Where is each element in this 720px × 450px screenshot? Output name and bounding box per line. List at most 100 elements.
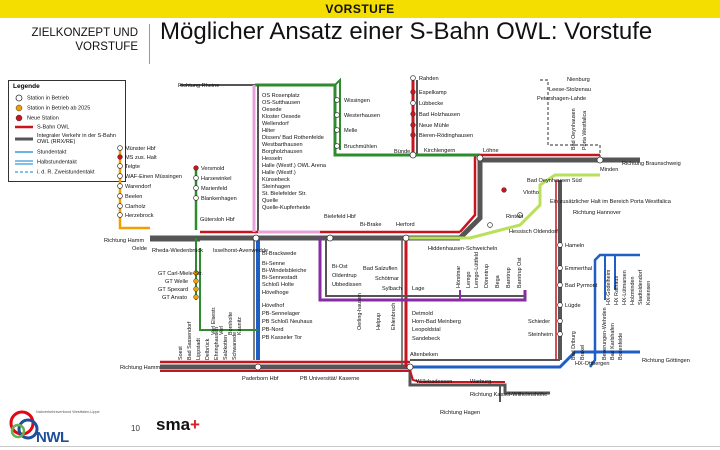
label-warburg: Warburg xyxy=(470,379,491,385)
label-oldentrup: Oldentrup xyxy=(332,273,357,279)
label-verl-elsestr: Verl Elsestr. xyxy=(211,307,217,335)
label-quelle-kupferheide: Quelle-Kupferheide xyxy=(262,205,310,211)
label-versmold: Versmold xyxy=(201,166,224,172)
label-rheda: Rheda-Wiedenbrück xyxy=(152,248,203,254)
label-hamm-bottom: Richtung Hamm xyxy=(120,365,160,371)
legend-item-sbahn: S-Bahn OWL xyxy=(15,124,69,130)
label-oerlinghausen: Oerling-hausen xyxy=(357,293,363,330)
label-hoevelhof: Hövelhof xyxy=(262,303,285,309)
label-bruchmuehlen: Bruchmühlen xyxy=(344,144,377,150)
label-halle: Halle (Westf.) xyxy=(262,170,296,176)
label-neue-muehle: Neue Mühle xyxy=(419,123,449,129)
label-bi-windelsbleiche: Bi-Windelsbleiche xyxy=(262,268,306,274)
label-hoevelhoege: Hövelhoge xyxy=(262,290,289,296)
label-kassel: Richtung Kassel-Wilhelmshöhe xyxy=(470,392,547,398)
label-rheine: Richtung Rheine xyxy=(178,83,219,89)
red-line-east xyxy=(200,80,600,234)
station-markers xyxy=(117,75,604,371)
label-sylbach: Sylbach xyxy=(382,286,402,292)
section-title: ZIELKONZEPT UND VORSTUFE xyxy=(10,26,139,54)
section-title-line1: ZIELKONZEPT UND xyxy=(31,27,139,39)
label-schwanede: Schwanede xyxy=(232,332,238,360)
label-detmold: Detmold xyxy=(412,311,433,317)
label-beelen: Beelen xyxy=(125,194,142,200)
nienburg-line xyxy=(540,79,601,160)
label-braunschweig: Richtung Braunschweig xyxy=(622,161,681,167)
label-bad-driburg: Bad Driburg xyxy=(571,331,577,360)
label-goettingen: Richtung Göttingen xyxy=(642,358,690,364)
label-loehne: Löhne xyxy=(483,148,499,154)
label-stadtoldendorf: Stadtoldendorf xyxy=(638,269,644,305)
label-hesseln: Hesseln xyxy=(262,156,282,162)
label-halle-owl: Halle (Westf.) OWL Arena xyxy=(262,163,327,169)
label-barntrup: Barntrup xyxy=(506,267,512,288)
label-melle: Melle xyxy=(344,128,357,134)
label-kloster-oesede: Kloster Oesede xyxy=(262,114,301,120)
label-bad-pyrmont: Bad Pyrmont xyxy=(565,283,598,289)
label-delbrueck: Delbrück xyxy=(205,338,211,360)
legend-item-station-operating: Station in Betrieb xyxy=(15,94,69,102)
herford-altenbeken-line xyxy=(401,238,408,367)
muenster-line xyxy=(118,148,198,300)
label-vlotho: Vlotho xyxy=(523,190,539,196)
label-lage: Lage xyxy=(412,286,424,292)
label-hessisch-oldendorf: Hessisch Oldendorf xyxy=(509,229,558,235)
label-hameln: Hameln xyxy=(565,243,584,249)
label-wellendorf: Wellendorf xyxy=(262,121,289,127)
bottom-trunk xyxy=(160,350,640,402)
nwl-subtitle: Nahverkehrsverbund Westfalen-Lippe xyxy=(36,410,100,414)
label-herford: Herford xyxy=(396,222,415,228)
station-labels: Richtung Rheine Rahden Espelkamp Lübbeck… xyxy=(104,76,690,416)
label-ehringhausen: Ehringhausen xyxy=(214,327,220,360)
label-steinheim: Steinheim xyxy=(528,332,553,338)
label-holzminden: Holzminden xyxy=(630,277,636,305)
label-bega: Bega xyxy=(495,275,501,288)
label-leese: Leese-Stolzenau xyxy=(549,87,591,93)
label-sandebeck: Sandebeck xyxy=(412,336,440,342)
line-twohourly-icon xyxy=(15,171,33,173)
label-muenster: Münster Hbf xyxy=(125,146,156,152)
label-hagen: Richtung Hagen xyxy=(440,410,480,416)
legend: Legende Station in Betrieb Station in Be… xyxy=(8,80,126,182)
label-warendorf: Warendorf xyxy=(125,184,151,190)
label-leopoldstal: Leopoldstal xyxy=(412,327,441,333)
label-os-rosenplatz: OS Rosenplatz xyxy=(262,93,300,99)
label-bad-holzhausen: Bad Holzhausen xyxy=(419,112,460,118)
label-doerentrup: Dörentrup xyxy=(484,264,490,288)
label-dissen: Dissen/ Bad Rothenfelde xyxy=(262,135,324,141)
label-westbarthausen: Westbarthausen xyxy=(262,142,303,148)
legend-item-hourly: Stundentakt xyxy=(15,149,66,155)
label-telgte: Telgte xyxy=(125,164,140,170)
label-hx-ottbergen: HX-Ottbergen xyxy=(575,361,610,367)
label-schoetmar: Schötmar xyxy=(375,276,399,282)
label-porta: Porta Westfalica xyxy=(582,111,588,150)
label-bi-brackwede: Bi-Brackwede xyxy=(262,251,297,257)
sennebahn-line xyxy=(199,240,260,360)
label-steinhagen: Steinhagen xyxy=(262,184,290,190)
haller-willem-line xyxy=(252,85,320,234)
legend-item-integral: Integraler Verkehr in der S-Bahn OWL (RR… xyxy=(15,133,125,145)
label-barntrup-ost: Barntrup Ost xyxy=(517,257,523,288)
label-willebadessen: Willebadessen xyxy=(416,379,452,385)
label-herzebrock: Herzebrock xyxy=(125,213,154,219)
label-wissingen: Wissingen xyxy=(344,98,370,104)
label-lippstadt: Lippstadt xyxy=(196,338,202,360)
label-ms-zus: MS zus. Halt xyxy=(125,155,157,161)
label-kreiensen: Kreiensen xyxy=(646,281,652,305)
label-harsewinkel: Harsewinkel xyxy=(201,176,231,182)
label-waf: WAF-Einen Müssingen xyxy=(125,174,182,180)
label-luegde: Lügde xyxy=(565,303,581,309)
label-bi-ost: Bi-Ost xyxy=(332,264,348,270)
legend-item-halfhourly: Halbstundentakt xyxy=(15,159,77,165)
label-st-bielefelder: St. Bielefelder Str. xyxy=(262,191,307,197)
legend-title: Legende xyxy=(13,83,40,90)
label-brakel: Brakel xyxy=(580,345,586,360)
station-red-icon xyxy=(15,114,23,122)
label-bieren: Bieren-Rödinghausen xyxy=(419,133,473,139)
label-gt-arvato: GT Arvato xyxy=(162,295,187,301)
label-ubbedissen: Ubbedissen xyxy=(332,282,362,288)
section-title-line2: VORSTUFE xyxy=(75,41,138,53)
green-line xyxy=(180,77,480,157)
rotated-labels: Bad Oeynhausen Porta Westfalica Hörstmar… xyxy=(178,108,652,360)
label-pb-schloss: PB Schloß Neuhaus xyxy=(262,319,313,325)
